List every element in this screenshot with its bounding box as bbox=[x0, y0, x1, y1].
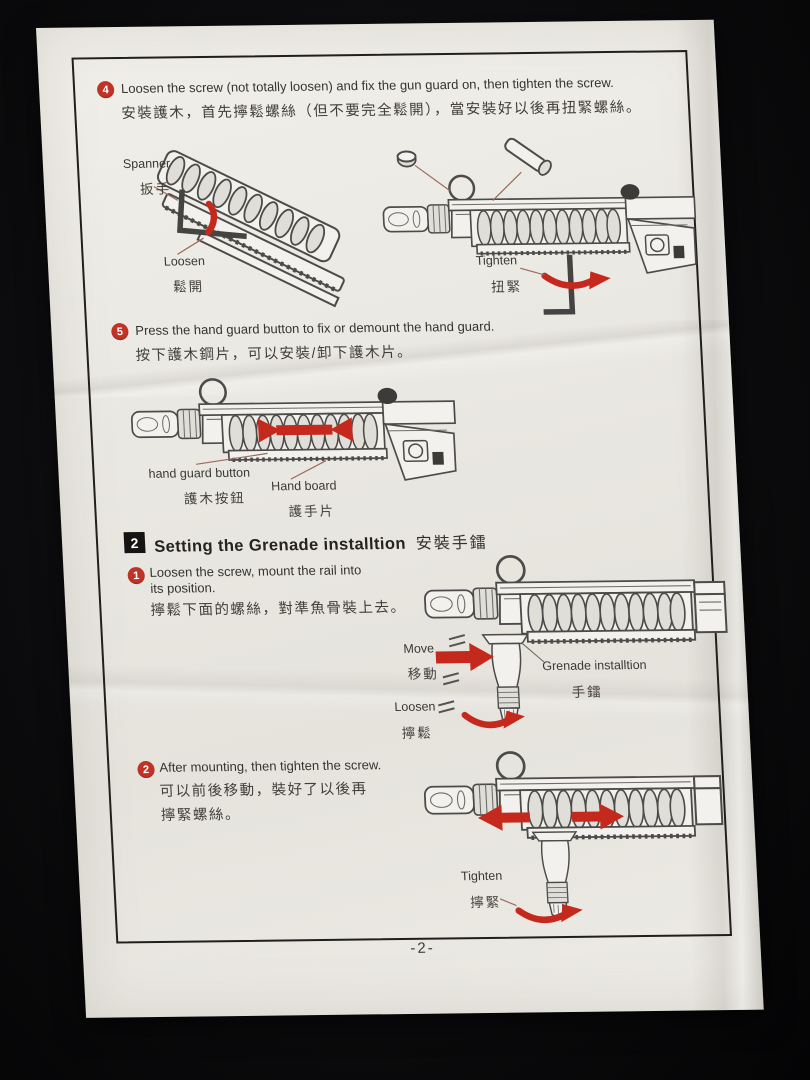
spanner-label-zh: 扳手 bbox=[139, 181, 172, 197]
slide-double-arrow-icon bbox=[257, 417, 353, 443]
loosen-curved-arrow-icon bbox=[205, 200, 218, 236]
grenade-step-1-text-zh: 擰鬆下面的螺絲，對準魚骨裝上去。 bbox=[150, 599, 407, 619]
hand-guard-button-label-en: hand guard button bbox=[148, 465, 251, 481]
speed-lines-icon bbox=[438, 634, 466, 714]
grenade-tighten-illustration bbox=[416, 740, 724, 924]
tighten-label-zh: 扭緊 bbox=[490, 279, 523, 295]
section-2-badge: 2 bbox=[123, 531, 146, 554]
rail-and-spanner-illustration bbox=[153, 150, 345, 308]
grenade-step-2-text-zh-line2: 擰緊螺絲。 bbox=[160, 806, 242, 824]
hand-board-label-zh: 護手片 bbox=[288, 503, 336, 520]
step-4-text-zh: 安裝護木，首先擰鬆螺絲（但不要完全鬆開），當安裝好以後再扭緊螺絲。 bbox=[120, 99, 643, 123]
slide-left-arrow-icon bbox=[478, 804, 531, 831]
step-4-badge: 4 bbox=[96, 81, 115, 99]
hand-guard-illustration bbox=[125, 361, 459, 482]
grenade-label-zh: 手鐳 bbox=[571, 684, 604, 700]
grenade-grip-icon bbox=[482, 633, 533, 724]
step-4-text-en: Loosen the screw (not totally loosen) an… bbox=[120, 74, 615, 96]
content-border-box: 4 Loosen the screw (not totally loosen) … bbox=[71, 50, 733, 944]
move-label-zh: 移動 bbox=[407, 666, 440, 682]
loosen-label-zh: 鬆開 bbox=[172, 279, 205, 295]
hand-board-label-en: Hand board bbox=[270, 478, 337, 494]
grenade-step-2-badge: 2 bbox=[137, 760, 155, 779]
screw-icon bbox=[504, 137, 552, 176]
grenade-step-2-text-zh-line1: 可以前後移動，裝好了以後再 bbox=[159, 781, 368, 800]
nut-icon bbox=[396, 150, 417, 168]
hand-guard-button-label-zh: 護木按鈕 bbox=[183, 490, 247, 507]
section-2-title-en: Setting the Grenade installtion bbox=[153, 534, 407, 556]
grenade-step-1-badge: 1 bbox=[127, 566, 146, 585]
allen-wrench-icon bbox=[543, 254, 576, 315]
grenade-step-1-text-en-line2: its position. bbox=[150, 580, 216, 596]
move-right-arrow-icon bbox=[435, 643, 494, 672]
grenade-step-1-text-en-line1: Loosen the screw, mount the rail into bbox=[149, 562, 362, 580]
loosen-label-en: Loosen bbox=[163, 254, 206, 269]
slide-right-arrow-icon bbox=[571, 803, 624, 830]
spanner-icon bbox=[177, 189, 247, 240]
loosen2-label-en: Loosen bbox=[394, 699, 436, 714]
step-5-badge: 5 bbox=[110, 323, 129, 341]
instruction-sheet: 4 Loosen the screw (not totally loosen) … bbox=[36, 19, 764, 1018]
grenade-step-2-text-en: After mounting, then tighten the screw. bbox=[159, 757, 382, 775]
grenade-grip-icon bbox=[532, 831, 581, 918]
tighten2-label-zh: 擰緊 bbox=[469, 894, 502, 911]
loosen2-label-zh: 擰鬆 bbox=[401, 725, 434, 741]
tighten-label-en: Tighten bbox=[475, 253, 518, 268]
tighten2-label-en: Tighten bbox=[460, 868, 503, 884]
gun-tighten-illustration bbox=[374, 137, 699, 315]
step-5-text-en: Press the hand guard button to fix or de… bbox=[134, 318, 495, 338]
spanner-label-en: Spanner bbox=[122, 156, 171, 172]
grenade-mount-illustration bbox=[386, 544, 728, 729]
move-label-en: Move bbox=[403, 641, 435, 656]
grenade-label-en: Grenade installtion bbox=[541, 657, 647, 674]
